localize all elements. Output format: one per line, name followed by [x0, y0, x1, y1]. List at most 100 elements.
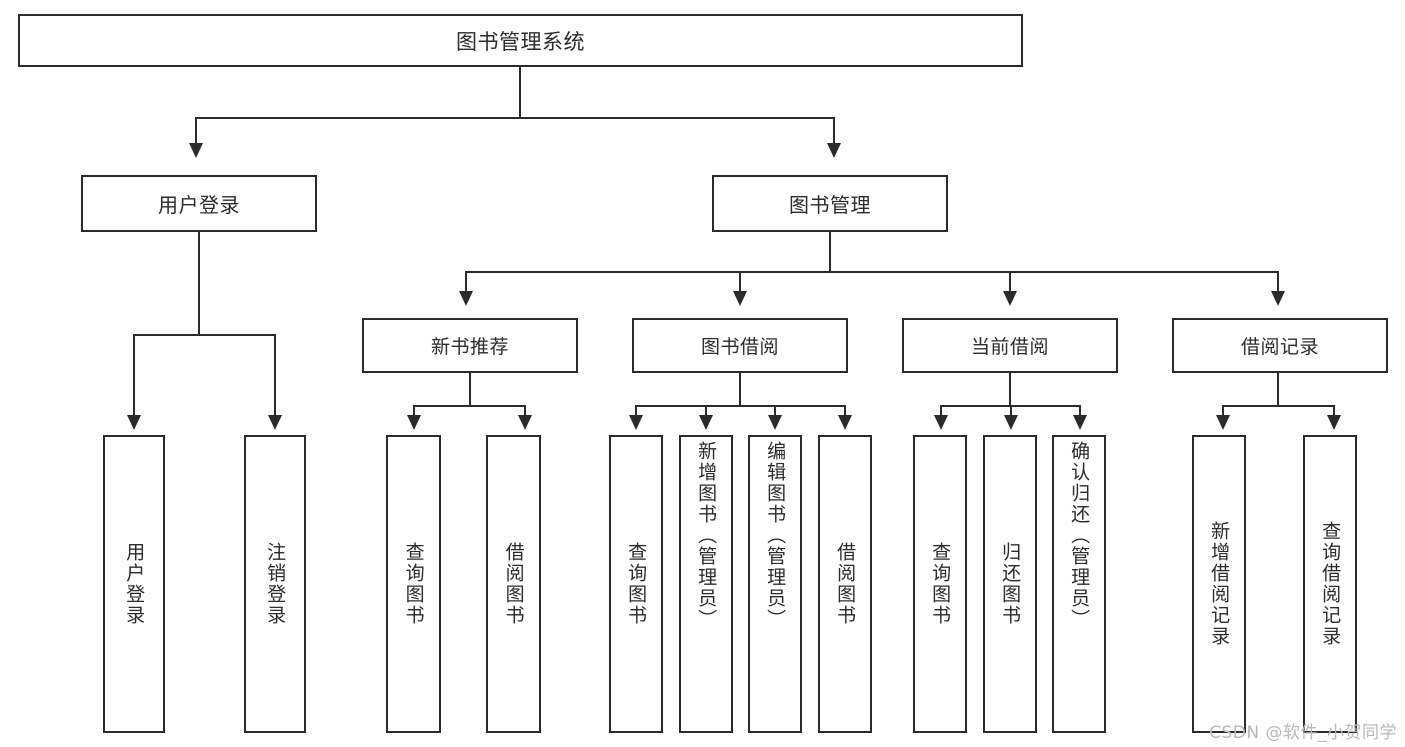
connector-level2-drop-right	[833, 117, 835, 146]
node-new-book-rec[interactable]: 新书推荐	[362, 318, 578, 373]
connector-level2-drop-left	[195, 117, 197, 146]
node-book-manage[interactable]: 图书管理	[712, 175, 948, 232]
connector-book-manage-stem	[829, 232, 831, 272]
connector-borrow-record-bus	[1222, 405, 1335, 407]
node-user-login-label: 用户登录	[158, 193, 240, 217]
leaf-logout-textwrap: 注销登录	[246, 437, 304, 731]
leaf-user-login-label: 用户登录	[123, 542, 146, 626]
node-root-label: 图书管理系统	[456, 29, 585, 54]
connector-current-borrow-drop-2	[1010, 405, 1012, 418]
leaf-query-book-1[interactable]: 查询图书	[386, 435, 441, 733]
connector-new-book-rec-stem	[469, 373, 471, 406]
arrowhead-leaf-logout	[268, 415, 282, 430]
leaf-borrow-book-1-textwrap: 借阅图书	[488, 437, 539, 731]
node-root[interactable]: 图书管理系统	[18, 14, 1023, 67]
leaf-query-book-3-textwrap: 查询图书	[915, 437, 965, 731]
node-current-borrow-label: 当前借阅	[970, 336, 1049, 358]
node-user-login[interactable]: 用户登录	[81, 175, 317, 232]
arrowhead-current-borrow	[1003, 291, 1017, 306]
leaf-add-record-label: 新增借阅记录	[1208, 521, 1231, 647]
leaf-user-login-textwrap: 用户登录	[105, 437, 163, 731]
leaf-query-book-2-label: 查询图书	[625, 542, 648, 626]
leaf-query-record-label: 查询借阅记录	[1319, 521, 1342, 647]
leaf-query-book-1-label: 查询图书	[402, 542, 425, 626]
arrowhead-leaf-query-record	[1327, 415, 1341, 430]
connector-borrow-record-drop-2	[1333, 405, 1335, 418]
connector-borrow-record-stem	[1277, 373, 1279, 406]
connector-user-login-drop-1	[133, 334, 135, 418]
connector-user-login-bus	[133, 334, 276, 336]
connector-level2-bus	[195, 117, 835, 119]
arrowhead-leaf-confirm-return	[1073, 415, 1087, 430]
connector-user-login-drop-2	[274, 334, 276, 418]
connector-new-book-rec-drop-2	[524, 405, 526, 418]
leaf-confirm-return[interactable]: 确认归还（管理员）	[1052, 435, 1106, 733]
connector-book-borrow-drop-4	[844, 405, 846, 418]
node-book-borrow[interactable]: 图书借阅	[632, 318, 848, 373]
leaf-borrow-book-1[interactable]: 借阅图书	[486, 435, 541, 733]
leaf-logout[interactable]: 注销登录	[244, 435, 306, 733]
leaf-query-book-3[interactable]: 查询图书	[913, 435, 967, 733]
leaf-borrow-book-2-textwrap: 借阅图书	[820, 437, 870, 731]
leaf-query-record[interactable]: 查询借阅记录	[1303, 435, 1357, 733]
arrowhead-new-book-rec	[459, 291, 473, 306]
connector-level3-drop-1	[465, 271, 467, 294]
arrowhead-leaf-add-book	[699, 415, 713, 430]
leaf-query-book-1-textwrap: 查询图书	[388, 437, 439, 731]
connector-current-borrow-stem	[1009, 373, 1011, 406]
connector-level3-drop-3	[1009, 271, 1011, 294]
arrowhead-book-manage	[827, 143, 841, 158]
arrowhead-leaf-query-book-2	[629, 415, 643, 430]
connector-level3-bus	[465, 271, 1279, 273]
node-borrow-record[interactable]: 借阅记录	[1172, 318, 1388, 373]
leaf-add-record[interactable]: 新增借阅记录	[1192, 435, 1246, 733]
leaf-borrow-book-2-label: 借阅图书	[834, 542, 857, 626]
node-book-manage-label: 图书管理	[789, 193, 871, 217]
connector-current-borrow-drop-1	[940, 405, 942, 418]
leaf-add-book[interactable]: 新增图书（管理员）	[679, 435, 733, 733]
arrowhead-leaf-query-book-1	[407, 415, 421, 430]
arrowhead-leaf-return-book	[1004, 415, 1018, 430]
leaf-user-login[interactable]: 用户登录	[103, 435, 165, 733]
connector-user-login-stem	[198, 232, 200, 335]
leaf-return-book-label: 归还图书	[999, 542, 1022, 626]
connector-book-borrow-bus	[635, 405, 846, 407]
arrowhead-leaf-borrow-book-2	[838, 415, 852, 430]
connector-book-borrow-drop-1	[635, 405, 637, 418]
node-current-borrow[interactable]: 当前借阅	[902, 318, 1118, 373]
connector-new-book-rec-drop-1	[413, 405, 415, 418]
leaf-return-book[interactable]: 归还图书	[983, 435, 1037, 733]
arrowhead-book-borrow	[733, 291, 747, 306]
leaf-query-book-3-label: 查询图书	[929, 542, 952, 626]
connector-level3-drop-4	[1277, 271, 1279, 294]
arrowhead-leaf-borrow-book-1	[518, 415, 532, 430]
connector-borrow-record-drop-1	[1222, 405, 1224, 418]
connector-level3-drop-2	[739, 271, 741, 294]
leaf-add-book-label: 新增图书（管理员）	[695, 441, 718, 630]
leaf-return-book-textwrap: 归还图书	[985, 437, 1035, 731]
arrowhead-user-login	[189, 143, 203, 158]
connector-book-borrow-stem	[739, 373, 741, 406]
leaf-add-book-textwrap: 新增图书（管理员）	[681, 437, 731, 731]
leaf-borrow-book-2[interactable]: 借阅图书	[818, 435, 872, 733]
node-new-book-rec-label: 新书推荐	[430, 336, 509, 358]
leaf-logout-label: 注销登录	[264, 542, 287, 626]
leaf-query-book-2-textwrap: 查询图书	[611, 437, 661, 731]
leaf-edit-book-label: 编辑图书（管理员）	[764, 441, 787, 630]
connector-root-stem	[519, 67, 521, 118]
leaf-confirm-return-textwrap: 确认归还（管理员）	[1054, 437, 1104, 731]
arrowhead-leaf-add-record	[1216, 415, 1230, 430]
leaf-borrow-book-1-label: 借阅图书	[502, 542, 525, 626]
arrowhead-leaf-edit-book	[768, 415, 782, 430]
arrowhead-borrow-record	[1271, 291, 1285, 306]
leaf-edit-book[interactable]: 编辑图书（管理员）	[748, 435, 802, 733]
node-borrow-record-label: 借阅记录	[1240, 336, 1319, 358]
connector-new-book-rec-bus	[413, 405, 526, 407]
leaf-add-record-textwrap: 新增借阅记录	[1194, 437, 1244, 731]
connector-book-borrow-drop-2	[705, 405, 707, 418]
leaf-query-book-2[interactable]: 查询图书	[609, 435, 663, 733]
connector-book-borrow-drop-3	[774, 405, 776, 418]
arrowhead-leaf-query-book-3	[934, 415, 948, 430]
node-book-borrow-label: 图书借阅	[700, 336, 779, 358]
